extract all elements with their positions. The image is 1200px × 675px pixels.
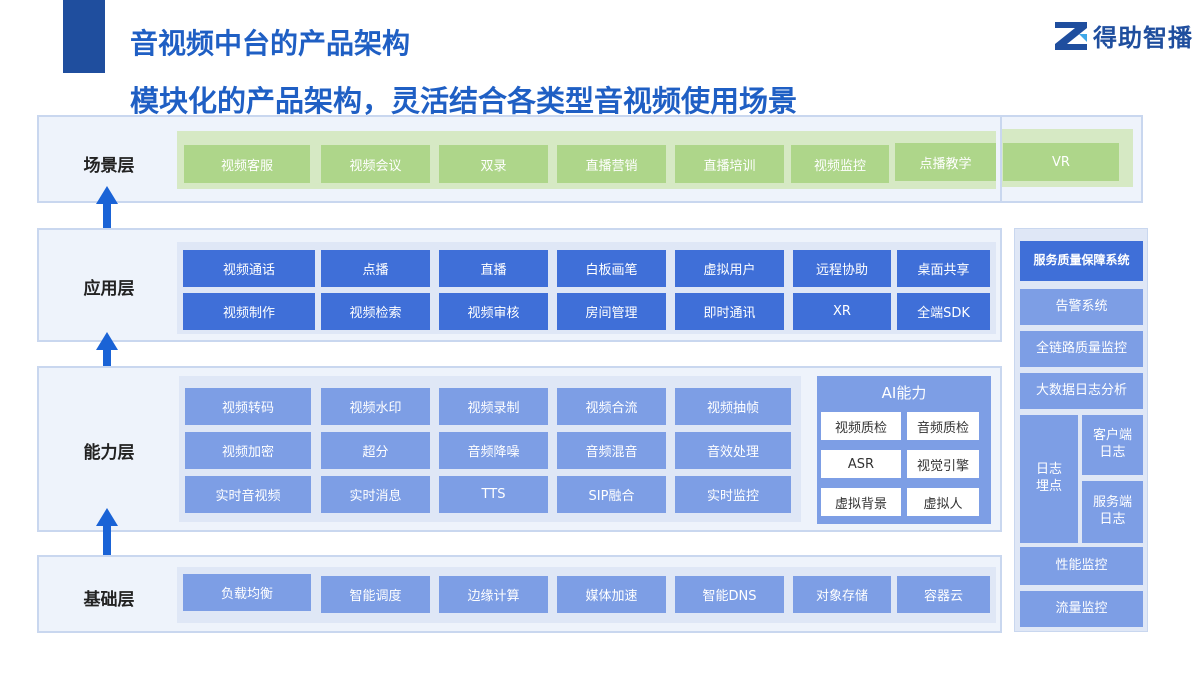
capability-layer-label: 能力层 [83, 443, 135, 463]
quality-assurance-column: 服务质量保障系统 告警系统 全链路质量监控 大数据日志分析 日志埋点 客户端日志… [1014, 228, 1148, 632]
side-item-alert: 告警系统 [1020, 289, 1143, 325]
side-header: 服务质量保障系统 [1020, 241, 1143, 281]
capability-item: 音效处理 [675, 432, 791, 469]
capability-item: 视频录制 [439, 388, 548, 425]
app-item: 视频审核 [439, 293, 548, 330]
scene-panel: 视频客服 视频会议 双录 直播营销 直播培训 视频监控 点播教学 [177, 131, 996, 189]
scene-item: VR [1003, 143, 1119, 181]
capability-item: 音频降噪 [439, 432, 548, 469]
side-item-server-log: 服务端日志 [1082, 481, 1143, 543]
arrow-up-icon [96, 332, 118, 388]
capability-item: 视频加密 [185, 432, 311, 469]
ai-panel: AI能力 视频质检 音频质检 ASR 视觉引擎 虚拟背景 虚拟人 [817, 376, 991, 524]
logo-mark-icon [1055, 21, 1087, 50]
ai-item: 音频质检 [907, 412, 979, 440]
scene-item: 直播营销 [557, 145, 666, 183]
app-item: 视频检索 [321, 293, 430, 330]
base-layer-label: 基础层 [83, 590, 135, 610]
base-item: 边缘计算 [439, 576, 548, 613]
base-item: 智能DNS [675, 576, 784, 613]
capability-item: 视频抽帧 [675, 388, 791, 425]
scene-item: 视频会议 [321, 145, 430, 183]
scene-item: 点播教学 [895, 143, 996, 181]
app-item: 全端SDK [897, 293, 990, 330]
accent-bar [63, 0, 105, 73]
scene-item: 直播培训 [675, 145, 784, 183]
app-item: 远程协助 [793, 250, 891, 287]
side-item-client-log: 客户端日志 [1082, 415, 1143, 475]
app-item: 房间管理 [557, 293, 666, 330]
app-item: 视频制作 [183, 293, 315, 330]
capability-item: 实时音视频 [185, 476, 311, 513]
ai-panel-title: AI能力 [881, 384, 927, 402]
capability-item: 实时消息 [321, 476, 430, 513]
base-panel: 负载均衡 智能调度 边缘计算 媒体加速 智能DNS 对象存储 容器云 [177, 567, 996, 623]
base-item: 负载均衡 [183, 574, 311, 611]
scene-item: 视频监控 [791, 145, 889, 183]
capability-item: 视频水印 [321, 388, 430, 425]
side-item-perf-monitor: 性能监控 [1020, 547, 1143, 585]
app-layer: 应用层 视频通话 点播 直播 白板画笔 虚拟用户 远程协助 桌面共享 视频制作 … [37, 228, 1002, 342]
side-item-log-tracking: 日志埋点 [1020, 415, 1078, 543]
side-item-traffic-monitor: 流量监控 [1020, 591, 1143, 627]
app-item: XR [793, 293, 891, 330]
app-item: 点播 [321, 250, 430, 287]
base-item: 智能调度 [321, 576, 430, 613]
ai-item: 视觉引擎 [907, 450, 979, 478]
side-item-bigdata: 大数据日志分析 [1020, 373, 1143, 409]
capability-item: TTS [439, 476, 548, 513]
ai-item: 视频质检 [821, 412, 901, 440]
app-item: 虚拟用户 [675, 250, 784, 287]
capability-panel: 视频转码 视频水印 视频录制 视频合流 视频抽帧 视频加密 超分 音频降噪 音频… [179, 376, 801, 522]
scene-layer-label: 场景层 [83, 156, 135, 176]
capability-item: 视频转码 [185, 388, 311, 425]
scene-layer: 场景层 视频客服 视频会议 双录 直播营销 直播培训 视频监控 点播教学 [37, 115, 1002, 203]
app-layer-label: 应用层 [83, 279, 135, 299]
app-item: 白板画笔 [557, 250, 666, 287]
side-item-link-monitor: 全链路质量监控 [1020, 331, 1143, 367]
base-item: 媒体加速 [557, 576, 666, 613]
base-item: 对象存储 [793, 576, 891, 613]
scene-item: 视频客服 [184, 145, 310, 183]
ai-item: 虚拟背景 [821, 488, 901, 516]
brand-logo: 得助智播 [1055, 18, 1193, 53]
arrow-up-icon [96, 508, 118, 564]
capability-layer: 能力层 视频转码 视频水印 视频录制 视频合流 视频抽帧 视频加密 超分 音频降… [37, 366, 1002, 532]
logo-text: 得助智播 [1093, 24, 1193, 52]
base-layer: 基础层 负载均衡 智能调度 边缘计算 媒体加速 智能DNS 对象存储 容器云 [37, 555, 1002, 633]
app-item: 桌面共享 [897, 250, 990, 287]
page-title: 音视频中台的产品架构 [130, 27, 411, 60]
scene-item: 双录 [439, 145, 548, 183]
capability-item: SIP融合 [557, 476, 666, 513]
app-item: 视频通话 [183, 250, 315, 287]
app-item: 即时通讯 [675, 293, 784, 330]
ai-item: 虚拟人 [907, 488, 979, 516]
capability-item: 视频合流 [557, 388, 666, 425]
base-item: 容器云 [897, 576, 990, 613]
capability-item: 超分 [321, 432, 430, 469]
app-panel: 视频通话 点播 直播 白板画笔 虚拟用户 远程协助 桌面共享 视频制作 视频检索… [177, 242, 996, 334]
app-item: 直播 [439, 250, 548, 287]
arrow-up-icon [96, 186, 118, 242]
capability-item: 音频混音 [557, 432, 666, 469]
page-subtitle: 模块化的产品架构，灵活结合各类型音视频使用场景 [130, 84, 798, 118]
capability-item: 实时监控 [675, 476, 791, 513]
ai-item: ASR [821, 450, 901, 478]
